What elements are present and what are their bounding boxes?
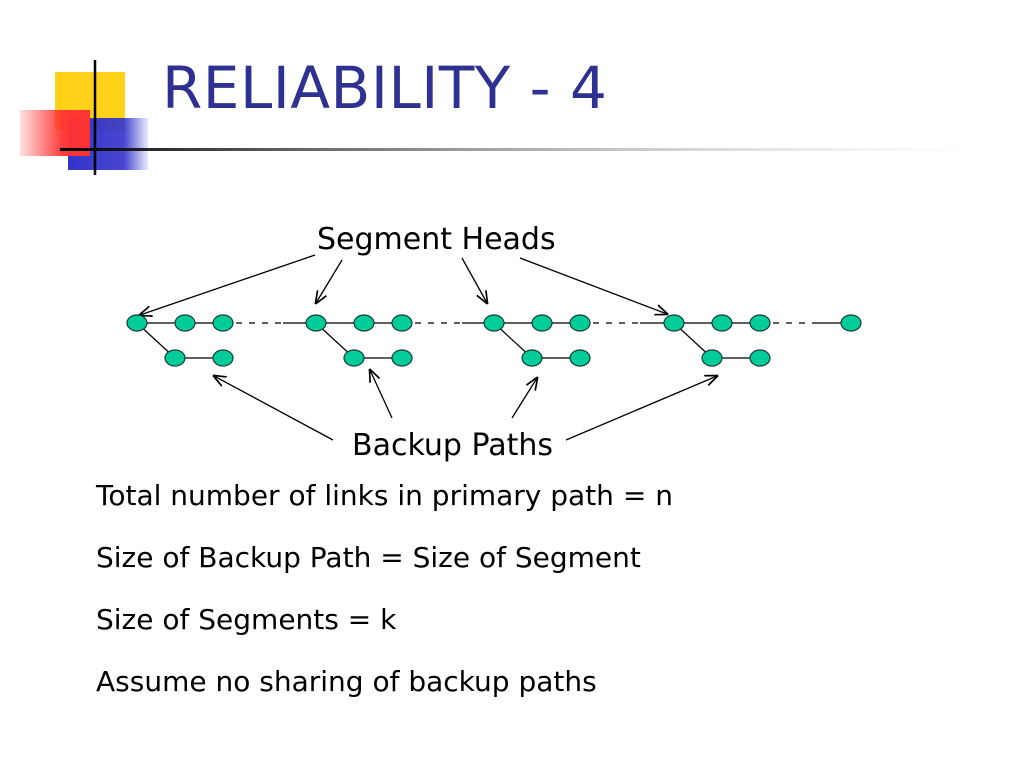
segment-head-arrow [140, 254, 316, 315]
backup-node [749, 349, 771, 367]
backup-path-arrow [511, 378, 537, 419]
slide-title: RELIABILITY - 4 [162, 54, 608, 122]
backup-node [569, 349, 591, 367]
backup-paths-label: Backup Paths [352, 428, 554, 463]
backup-path-arrow [565, 376, 717, 441]
primary-node [391, 314, 413, 332]
slide-logo [20, 60, 148, 175]
primary-node [353, 314, 375, 332]
destination-node [840, 314, 862, 332]
network-diagram [126, 254, 862, 441]
primary-node [212, 314, 234, 332]
primary-node [569, 314, 591, 332]
segment-head-node [305, 314, 327, 332]
segment-head-arrow [519, 257, 667, 314]
arrows-layer [140, 254, 717, 441]
bullet-item: Size of Backup Path = Size of Segment [96, 541, 641, 574]
segment-head-node [663, 314, 685, 332]
backup-path-arrow [214, 376, 334, 441]
bullet-item: Size of Segments = k [96, 603, 397, 636]
segment-head-node [483, 314, 505, 332]
backup-node [521, 349, 543, 367]
bullet-list: Total number of links in primary path = … [96, 478, 673, 726]
primary-node [531, 314, 553, 332]
segment-head-node [126, 314, 148, 332]
backup-path-arrow [370, 370, 393, 419]
backup-node [391, 349, 413, 367]
backup-node [701, 349, 723, 367]
primary-node [174, 314, 196, 332]
segment-heads-label: Segment Heads [317, 222, 556, 257]
primary-node [749, 314, 771, 332]
segment-head-arrow [461, 257, 487, 303]
bullet-item: Assume no sharing of backup paths [96, 665, 597, 698]
bullet-item: Total number of links in primary path = … [96, 479, 673, 512]
backup-node [343, 349, 365, 367]
primary-node [711, 314, 733, 332]
segment-head-arrow [316, 259, 343, 303]
title-rule [60, 148, 980, 151]
nodes-layer [126, 314, 862, 367]
backup-node [164, 349, 186, 367]
backup-node [212, 349, 234, 367]
